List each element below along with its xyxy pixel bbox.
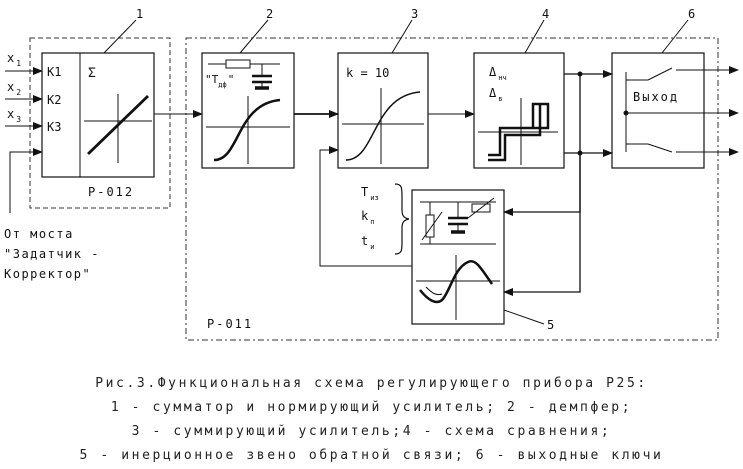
callout-4: 4 bbox=[542, 7, 549, 21]
k1-label: K1 bbox=[47, 65, 61, 79]
t-df-label: "T bbox=[205, 73, 219, 86]
callout-3: 3 bbox=[411, 7, 418, 21]
t-df-quote: " bbox=[228, 73, 235, 86]
callout-2: 2 bbox=[266, 7, 273, 21]
svg-text:"Tдф": "Tдф" bbox=[205, 73, 234, 89]
kp-var: k bbox=[361, 209, 369, 223]
callout-6: 6 bbox=[688, 7, 695, 21]
unit-p012-outline bbox=[29, 37, 171, 209]
hysteresis-curve bbox=[488, 102, 550, 162]
svg-text:Tиз: Tиз bbox=[361, 185, 379, 202]
switch-icon bbox=[647, 143, 673, 153]
t-iz-sub: из bbox=[370, 194, 378, 202]
svg-text:x1: x1 bbox=[7, 51, 21, 68]
switch-icon bbox=[647, 67, 673, 81]
t-iz-var: T bbox=[361, 185, 368, 199]
unit-p011-outline bbox=[185, 37, 719, 341]
caption-line-1: Рис.3.Функциональная схема регулирующего… bbox=[95, 376, 648, 391]
block-1-summator: K1 K2 K3 Σ bbox=[41, 52, 155, 178]
svg-text:Δв: Δв bbox=[489, 86, 502, 103]
brace-icon bbox=[394, 183, 410, 255]
gain-label: k = 10 bbox=[346, 66, 389, 80]
caption-line-2: 1 - сумматор и нормирующий усилитель; 2 … bbox=[110, 400, 633, 415]
t-df-sub: дф bbox=[218, 81, 226, 89]
sum-symbol: Σ bbox=[88, 66, 96, 81]
x1-sub: 1 bbox=[16, 59, 21, 68]
x2-sub: 2 bbox=[16, 88, 21, 97]
caption-line-4: 5 - инерционное звено обратной связи; 6 … bbox=[79, 448, 664, 463]
block-2-damper: "Tдф" bbox=[201, 52, 295, 169]
delta-nch-sub: нч bbox=[498, 74, 506, 82]
svg-text:Δнч: Δнч bbox=[489, 65, 507, 82]
callouts: 1 2 3 4 6 5 bbox=[103, 7, 695, 332]
block-6-output-keys: Выход bbox=[611, 52, 739, 169]
k2-label: K2 bbox=[47, 93, 61, 107]
k3-label: K3 bbox=[47, 120, 61, 134]
resistor-icon bbox=[225, 59, 251, 69]
svg-text:tи: tи bbox=[361, 234, 374, 251]
linear-characteristic bbox=[87, 94, 149, 156]
s-curve bbox=[345, 91, 421, 161]
delta-v-sub: в bbox=[498, 95, 502, 103]
delta-v-symbol: Δ bbox=[489, 86, 497, 100]
x2-var: x bbox=[7, 80, 14, 94]
caption-line-3: 3 - суммирующий усилитель;4 - схема срав… bbox=[131, 424, 612, 439]
delta-nch-symbol: Δ bbox=[489, 65, 497, 79]
svg-text:x2: x2 bbox=[7, 80, 21, 97]
output-label: Выход bbox=[633, 90, 679, 104]
feedback-to-5-upper bbox=[503, 74, 581, 216]
ti-sub: и bbox=[370, 243, 374, 251]
feedback-to-5-lower bbox=[503, 153, 581, 296]
block-5-inertial-feedback bbox=[411, 189, 505, 325]
feedback-5-to-3 bbox=[319, 146, 412, 267]
callout-1: 1 bbox=[136, 7, 143, 21]
ti-var: t bbox=[361, 234, 368, 248]
svg-text:kп: kп bbox=[361, 209, 374, 226]
s-curve bbox=[213, 98, 281, 162]
source-label: От моста "Задатчик - Корректор" bbox=[4, 227, 109, 281]
callout-5: 5 bbox=[547, 318, 554, 332]
svg-text:x3: x3 bbox=[7, 107, 21, 124]
unit-label-p012: P-012 bbox=[88, 185, 134, 199]
x3-sub: 3 bbox=[16, 115, 21, 124]
kp-sub: п bbox=[370, 218, 374, 226]
x3-var: x bbox=[7, 107, 14, 121]
response-curve bbox=[419, 259, 494, 304]
x1-var: x bbox=[7, 51, 14, 65]
block-3-summing-amp: k = 10 bbox=[337, 52, 429, 169]
unit-label-p011: P-011 bbox=[207, 317, 253, 331]
variable-resistor-icon bbox=[425, 214, 435, 238]
